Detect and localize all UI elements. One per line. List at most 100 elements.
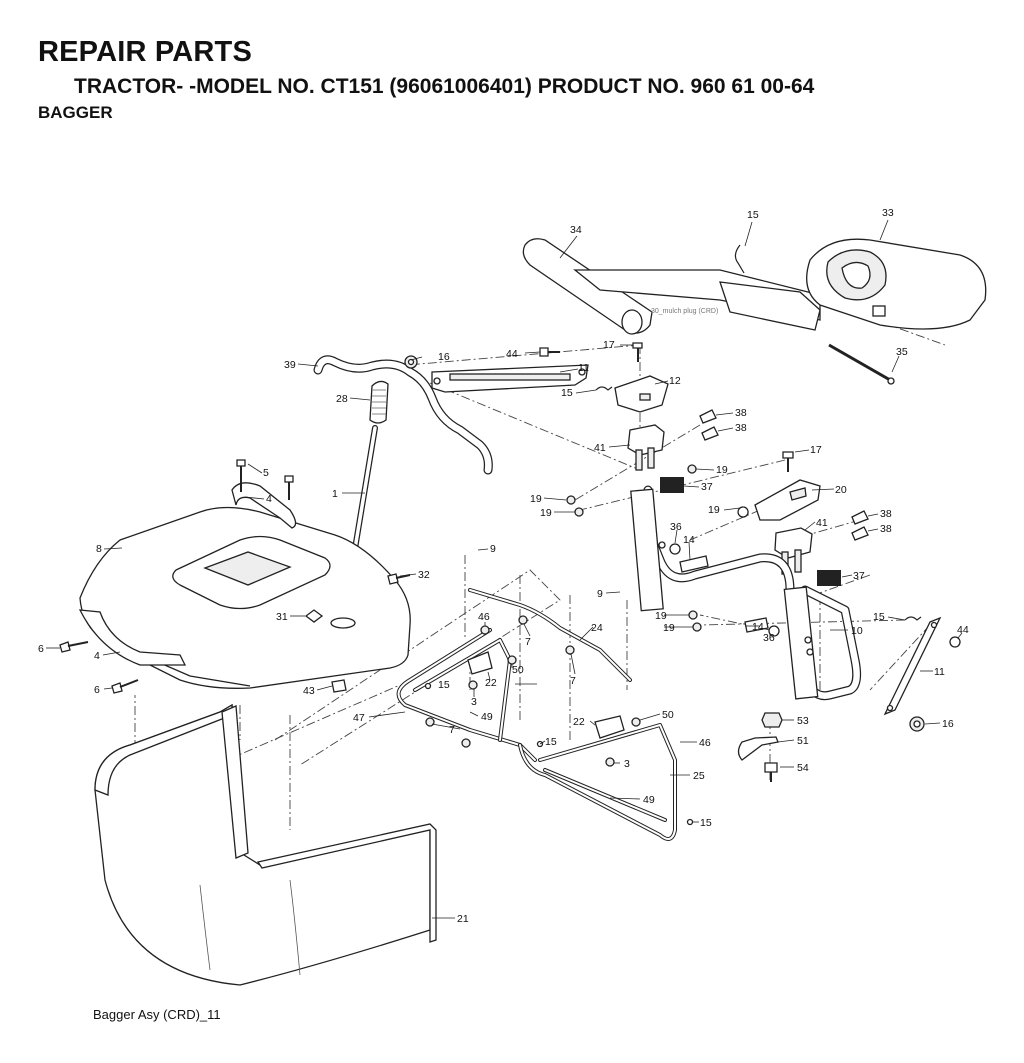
callout-38: 38 bbox=[735, 422, 747, 434]
callout-54: 54 bbox=[797, 762, 809, 774]
spacer-36a bbox=[669, 543, 681, 555]
section-heading: BAGGER bbox=[38, 103, 113, 122]
callout-38: 38 bbox=[880, 523, 892, 535]
callout-49: 49 bbox=[643, 794, 655, 806]
callout-50: 50 bbox=[662, 709, 674, 721]
callout-22: 22 bbox=[485, 677, 497, 689]
callout-25: 25 bbox=[693, 770, 705, 782]
callout-16: 16 bbox=[942, 718, 954, 730]
frame-hardware bbox=[424, 615, 694, 826]
wingnut-31 bbox=[304, 609, 324, 623]
callout-14: 14 bbox=[752, 621, 764, 633]
callout-35: 35 bbox=[896, 346, 908, 358]
nut-53 bbox=[761, 712, 783, 728]
model-subtitle: TRACTOR- -MODEL NO. CT151 (96061006401) … bbox=[74, 75, 815, 98]
mulch-tube-34 bbox=[522, 238, 653, 334]
support-frame-10 bbox=[630, 485, 862, 701]
bagger-lid-8 bbox=[79, 506, 411, 689]
inset-note: 30_mulch plug (CRD) bbox=[651, 308, 718, 315]
mulch-plug-assembly: 30_mulch plug (CRD) bbox=[522, 238, 987, 385]
callout-41: 41 bbox=[594, 442, 606, 454]
page-title: REPAIR PARTS bbox=[38, 36, 253, 68]
part-callouts: 15 33 34 35 16 44 17 39 11 12 15 28 38 3… bbox=[38, 207, 969, 925]
bolt-17b bbox=[782, 451, 794, 472]
callout-7: 7 bbox=[449, 724, 455, 736]
callout-6: 6 bbox=[94, 684, 100, 696]
bracket-11-upper bbox=[431, 364, 589, 393]
callout-37: 37 bbox=[853, 570, 865, 582]
grass-bag-21 bbox=[94, 703, 437, 986]
lid-handle-4b bbox=[78, 609, 187, 666]
callout-38: 38 bbox=[735, 407, 747, 419]
callout-19: 19 bbox=[708, 504, 720, 516]
callout-51: 51 bbox=[797, 735, 809, 747]
diagram-caption: Bagger Asy (CRD)_11 bbox=[93, 1007, 221, 1022]
bolts-6-31-32-43 bbox=[59, 573, 411, 694]
grip-28 bbox=[369, 380, 389, 424]
callout-15: 15 bbox=[545, 736, 557, 748]
callout-34: 34 bbox=[570, 224, 582, 236]
callout-38: 38 bbox=[880, 508, 892, 520]
callout-9: 9 bbox=[490, 543, 496, 555]
callout-7: 7 bbox=[570, 675, 576, 687]
callout-36: 36 bbox=[670, 521, 682, 533]
handle-rod-39 bbox=[313, 355, 493, 475]
bracket-11-right bbox=[883, 616, 961, 732]
callout-46: 46 bbox=[478, 611, 490, 623]
latch-51 bbox=[737, 736, 779, 761]
callout-19: 19 bbox=[530, 493, 542, 505]
callout-15: 15 bbox=[438, 679, 450, 691]
callout-43: 43 bbox=[303, 685, 315, 697]
callout-39: 39 bbox=[284, 359, 296, 371]
callout-9: 9 bbox=[597, 588, 603, 600]
cap-43 bbox=[331, 679, 347, 693]
bolt-17a bbox=[632, 342, 643, 349]
callout-19: 19 bbox=[663, 622, 675, 634]
callout-47: 47 bbox=[353, 712, 365, 724]
callout-10: 10 bbox=[851, 625, 863, 637]
callout-49: 49 bbox=[481, 711, 493, 723]
callout-19: 19 bbox=[655, 610, 667, 622]
callout-14: 14 bbox=[683, 534, 695, 546]
callout-8: 8 bbox=[96, 543, 102, 555]
callout-16: 16 bbox=[438, 351, 450, 363]
callout-6: 6 bbox=[38, 643, 44, 655]
hardware-upper bbox=[404, 342, 643, 391]
pivot-bracket-41a bbox=[627, 409, 719, 493]
rod-24 bbox=[468, 588, 632, 682]
callout-3: 3 bbox=[471, 696, 477, 708]
knob-44b bbox=[949, 636, 961, 648]
bolts-5 bbox=[236, 459, 294, 500]
bracket-20 bbox=[737, 479, 821, 521]
callout-28: 28 bbox=[336, 393, 348, 405]
bracket-12 bbox=[614, 375, 669, 413]
callout-31: 31 bbox=[276, 611, 288, 623]
bolt-44a bbox=[539, 347, 549, 357]
callout-12: 12 bbox=[669, 375, 681, 387]
callout-36: 36 bbox=[763, 632, 775, 644]
callout-44: 44 bbox=[506, 348, 518, 360]
callout-19: 19 bbox=[716, 464, 728, 476]
nuts-19 bbox=[566, 464, 702, 632]
pad-37a bbox=[660, 477, 684, 493]
callout-19: 19 bbox=[540, 507, 552, 519]
callout-1: 1 bbox=[332, 488, 338, 500]
bracket-22a bbox=[467, 651, 493, 675]
callout-7: 7 bbox=[525, 636, 531, 648]
callout-15: 15 bbox=[873, 611, 885, 623]
callout-15: 15 bbox=[700, 817, 712, 829]
callout-53: 53 bbox=[797, 715, 809, 727]
callout-15: 15 bbox=[747, 209, 759, 221]
callout-5: 5 bbox=[263, 467, 269, 479]
callout-32: 32 bbox=[418, 569, 430, 581]
spacer-36b bbox=[768, 625, 780, 637]
callout-4: 4 bbox=[94, 650, 100, 662]
callout-24: 24 bbox=[591, 622, 603, 634]
bagger-frame-25 bbox=[518, 723, 677, 841]
callout-20: 20 bbox=[835, 484, 847, 496]
callout-11: 11 bbox=[578, 362, 589, 374]
leader-lines bbox=[46, 219, 963, 919]
callout-33: 33 bbox=[882, 207, 894, 219]
callout-3: 3 bbox=[624, 758, 630, 770]
callout-37: 37 bbox=[701, 481, 713, 493]
